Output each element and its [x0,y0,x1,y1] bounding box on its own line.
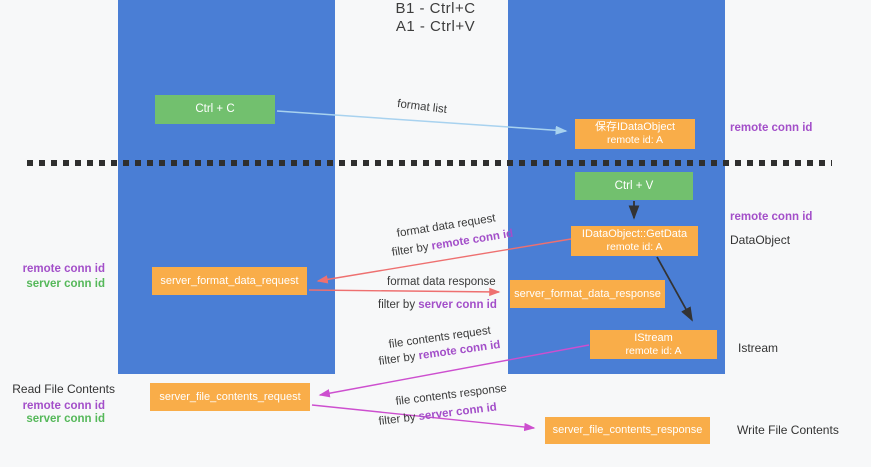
filter-by-text: filter by [391,240,433,259]
node-idataobject-getdata: IDataObject::GetData remote id: A [571,226,698,256]
server-format-data-request-label: server_format_data_request [160,274,299,287]
node-ctrl-c: Ctrl + C [155,95,275,124]
diagram-title: B1 - Ctrl+C A1 - Ctrl+V [0,0,871,36]
title-line-2: A1 - Ctrl+V [395,18,476,35]
server-format-data-response-label: server_format_data_response [514,287,661,300]
node-server-file-contents-request: server_file_contents_request [150,383,310,411]
server-conn-id-text: server conn id [418,299,497,311]
filter-by-text: filter by [378,350,420,368]
filter-by-text: filter by [378,411,420,428]
node-server-file-contents-response: server_file_contents_response [545,417,710,444]
left-remote-conn-id-1: remote conn id [22,263,105,275]
filter-by-server-conn-id-label-1: filter by server conn id [378,299,497,311]
right-dataobject-label: DataObject [730,233,791,247]
left-read-file-contents-label: Read File Contents [12,382,115,396]
node-istream: IStream remote id: A [590,330,717,359]
getdata-line2: remote id: A [606,241,663,253]
ctrl-c-label: Ctrl + C [195,103,235,115]
server-file-contents-request-label: server_file_contents_request [159,390,301,403]
save-idataobject-line1: 保存IDataObject [594,121,676,133]
istream-line2: remote id: A [625,344,682,357]
ctrl-v-label: Ctrl + V [614,179,654,192]
getdata-line1: IDataObject::GetData [581,228,688,240]
save-idataobject-line2: remote id: A [606,134,664,146]
format-list-label: format list [396,98,448,116]
left-server-conn-id-1: server conn id [26,278,105,290]
filter-by-text: filter by [378,299,419,311]
session-separator-dashed-line [27,160,832,166]
lane-b1-connection [118,0,335,374]
left-remote-conn-id-2: remote conn id [22,400,105,412]
right-remote-conn-id-1: remote conn id [730,122,813,134]
node-ctrl-v: Ctrl + V [575,172,693,200]
right-remote-conn-id-2: remote conn id [730,211,813,223]
server-file-contents-response-label: server_file_contents_response [552,424,703,436]
right-write-file-contents-label: Write File Contents [737,423,839,437]
node-server-format-data-request: server_format_data_request [152,267,307,295]
istream-line1: IStream [634,331,673,344]
right-istream-label: Istream [738,341,779,355]
node-save-idataobject: 保存IDataObject remote id: A [575,119,695,149]
title-line-1: B1 - Ctrl+C [395,0,476,17]
node-server-format-data-response: server_format_data_response [510,280,665,308]
server-conn-id-text: server conn id [417,401,498,424]
left-server-conn-id-2: server conn id [26,413,105,425]
format-data-response-label: format data response [387,276,496,288]
format-data-response-arrow [308,287,501,297]
